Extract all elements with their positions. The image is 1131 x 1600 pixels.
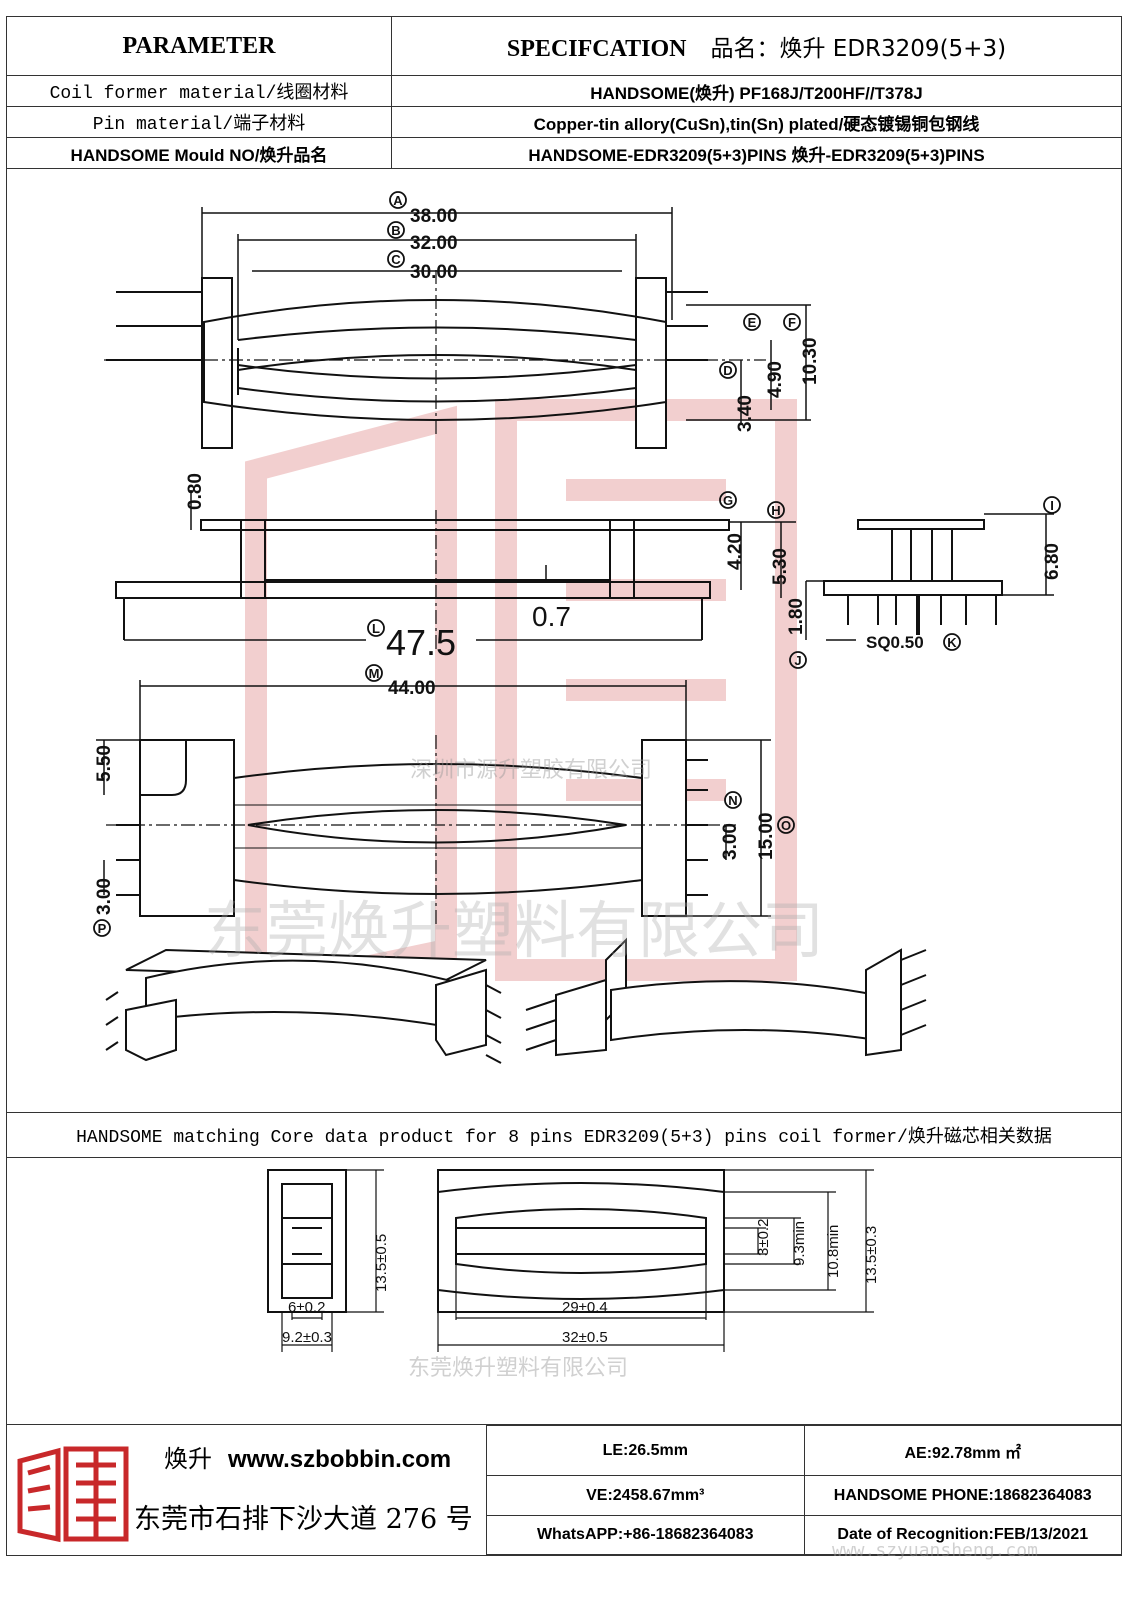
dim-340: 3.40	[735, 395, 756, 432]
company-address: 东莞市石排下沙大道 276 号	[134, 1504, 473, 1535]
website-link[interactable]: www.szbobbin.com	[228, 1446, 452, 1473]
core-dim-93: 9.3min	[791, 1221, 808, 1266]
dim-490: 4.90	[765, 361, 786, 398]
coil-material-value: HANDSOME(焕升) PF168J/T200HF//T378J	[391, 75, 1122, 107]
phone-value: HANDSOME PHONE:18682364083	[803, 1475, 1122, 1516]
handsome-logo-icon	[17, 1446, 129, 1543]
callout-i: I	[1050, 498, 1054, 513]
dim-32: 32.00	[410, 233, 458, 254]
isometric-view-right	[525, 937, 927, 1057]
bobbin-drawing: 38.00 32.00 30.00 4.90 10.30 3.40 A B C …	[93, 191, 1063, 1064]
callout-e: E	[748, 315, 757, 330]
callout-d: D	[723, 363, 732, 378]
core-dim-32: 32±0.5	[562, 1329, 608, 1346]
recognition-date: Date of Recognition:FEB/13/2021	[803, 1514, 1122, 1556]
watermark-dongguan: 东莞焕升塑料有限公司	[204, 894, 825, 967]
isometric-view-left	[105, 948, 502, 1064]
watermark-shenzhen: 深圳市源升塑胶有限公司	[410, 758, 653, 783]
callout-h: H	[771, 503, 780, 518]
spec-table: PARAMETER SPECIFCATION 品名：焕升 EDR3209(5+3)…	[6, 16, 1122, 169]
dim-30: 30.00	[410, 262, 458, 283]
core-dim-135a: 13.5±0.5	[373, 1234, 390, 1292]
core-drawing: 13.5±0.5 6±0.2 9.2±0.3 3±0.2 9.3min 10.8…	[267, 1169, 880, 1352]
dim-680: 6.80	[1042, 543, 1063, 580]
brand-block: 焕升 www.szbobbin.com 东莞市石排下沙大道 276 号	[6, 1425, 486, 1555]
pin-material-value: Copper-tin allory(CuSn),tin(Sn) plated/硬…	[391, 106, 1122, 138]
core-dim-92: 9.2±0.3	[282, 1329, 332, 1346]
callout-o: O	[781, 818, 791, 833]
callout-g: G	[723, 493, 733, 508]
dim-300: 3.00	[720, 823, 741, 860]
brand-chinese: 焕升	[164, 1445, 212, 1473]
pin-material-label: Pin material/端子材料	[6, 106, 392, 138]
specification-header: SPECIFCATION 品名：焕升 EDR3209(5+3)	[391, 16, 1122, 76]
core-parameters-table: LE:26.5mm AE:92.78mm ㎡ VE:2458.67mm³ HAN…	[486, 1424, 1122, 1556]
dim-07: 0.7	[532, 601, 571, 632]
callout-k: K	[947, 635, 957, 650]
le-value: LE:26.5mm	[486, 1424, 805, 1477]
watermark-logo	[245, 399, 797, 1004]
dim-550: 5.50	[94, 745, 115, 782]
whatsapp-value: WhatsAPP:+86-18682364083	[486, 1514, 805, 1556]
dim-1500: 15.00	[756, 812, 777, 860]
core-dim-108: 10.8min	[825, 1225, 842, 1278]
callout-a: A	[393, 193, 403, 208]
dim-44: 44.00	[388, 678, 436, 699]
callout-l: L	[372, 621, 380, 636]
watermark-website: www.szyuansheng.com	[832, 1540, 1038, 1561]
dim-sq050: SQ0.50	[866, 633, 924, 652]
ae-value: AE:92.78mm ㎡	[803, 1424, 1122, 1477]
callout-n: N	[728, 793, 737, 808]
product-name: 品名：焕升 EDR3209(5+3)	[710, 36, 1007, 62]
callout-m: M	[369, 666, 380, 681]
core-dim-135b: 13.5±0.3	[863, 1226, 880, 1284]
ve-value: VE:2458.67mm³	[486, 1475, 805, 1516]
dim-300b: 3.00	[94, 878, 115, 915]
dim-475: 47.5	[386, 622, 456, 663]
callout-c: C	[391, 252, 401, 267]
watermark-dongguan-small: 东莞焕升塑料有限公司	[408, 1356, 629, 1381]
callout-p: P	[98, 921, 107, 936]
dim-080: 0.80	[185, 473, 206, 510]
core-dim-6: 6±0.2	[288, 1299, 325, 1316]
mould-no-value: HANDSOME-EDR3209(5+3)PINS 焕升-EDR3209(5+3…	[391, 137, 1122, 169]
dim-38: 38.00	[410, 206, 458, 227]
footer: 焕升 www.szbobbin.com 东莞市石排下沙大道 276 号 LE:26…	[6, 1424, 1122, 1556]
dim-530: 5.30	[770, 548, 791, 585]
dim-420: 4.20	[725, 533, 746, 570]
core-dim-29: 29±0.4	[562, 1299, 608, 1316]
parameter-header: PARAMETER	[6, 16, 392, 76]
callout-f: F	[788, 315, 796, 330]
core-data-band: HANDSOME matching Core data product for …	[6, 1112, 1122, 1158]
mould-no-label: HANDSOME Mould NO/焕升品名	[6, 137, 392, 169]
callout-b: B	[391, 223, 400, 238]
core-dim-3: 3±0.2	[755, 1219, 772, 1256]
spec-label: SPECIFCATION	[506, 36, 687, 62]
callout-j: J	[794, 653, 801, 668]
dim-1030: 10.30	[800, 337, 821, 385]
coil-material-label: Coil former material/线圈材料	[6, 75, 392, 107]
brand-line: 焕升 www.szbobbin.com	[164, 1439, 451, 1474]
dim-180: 1.80	[786, 598, 807, 635]
